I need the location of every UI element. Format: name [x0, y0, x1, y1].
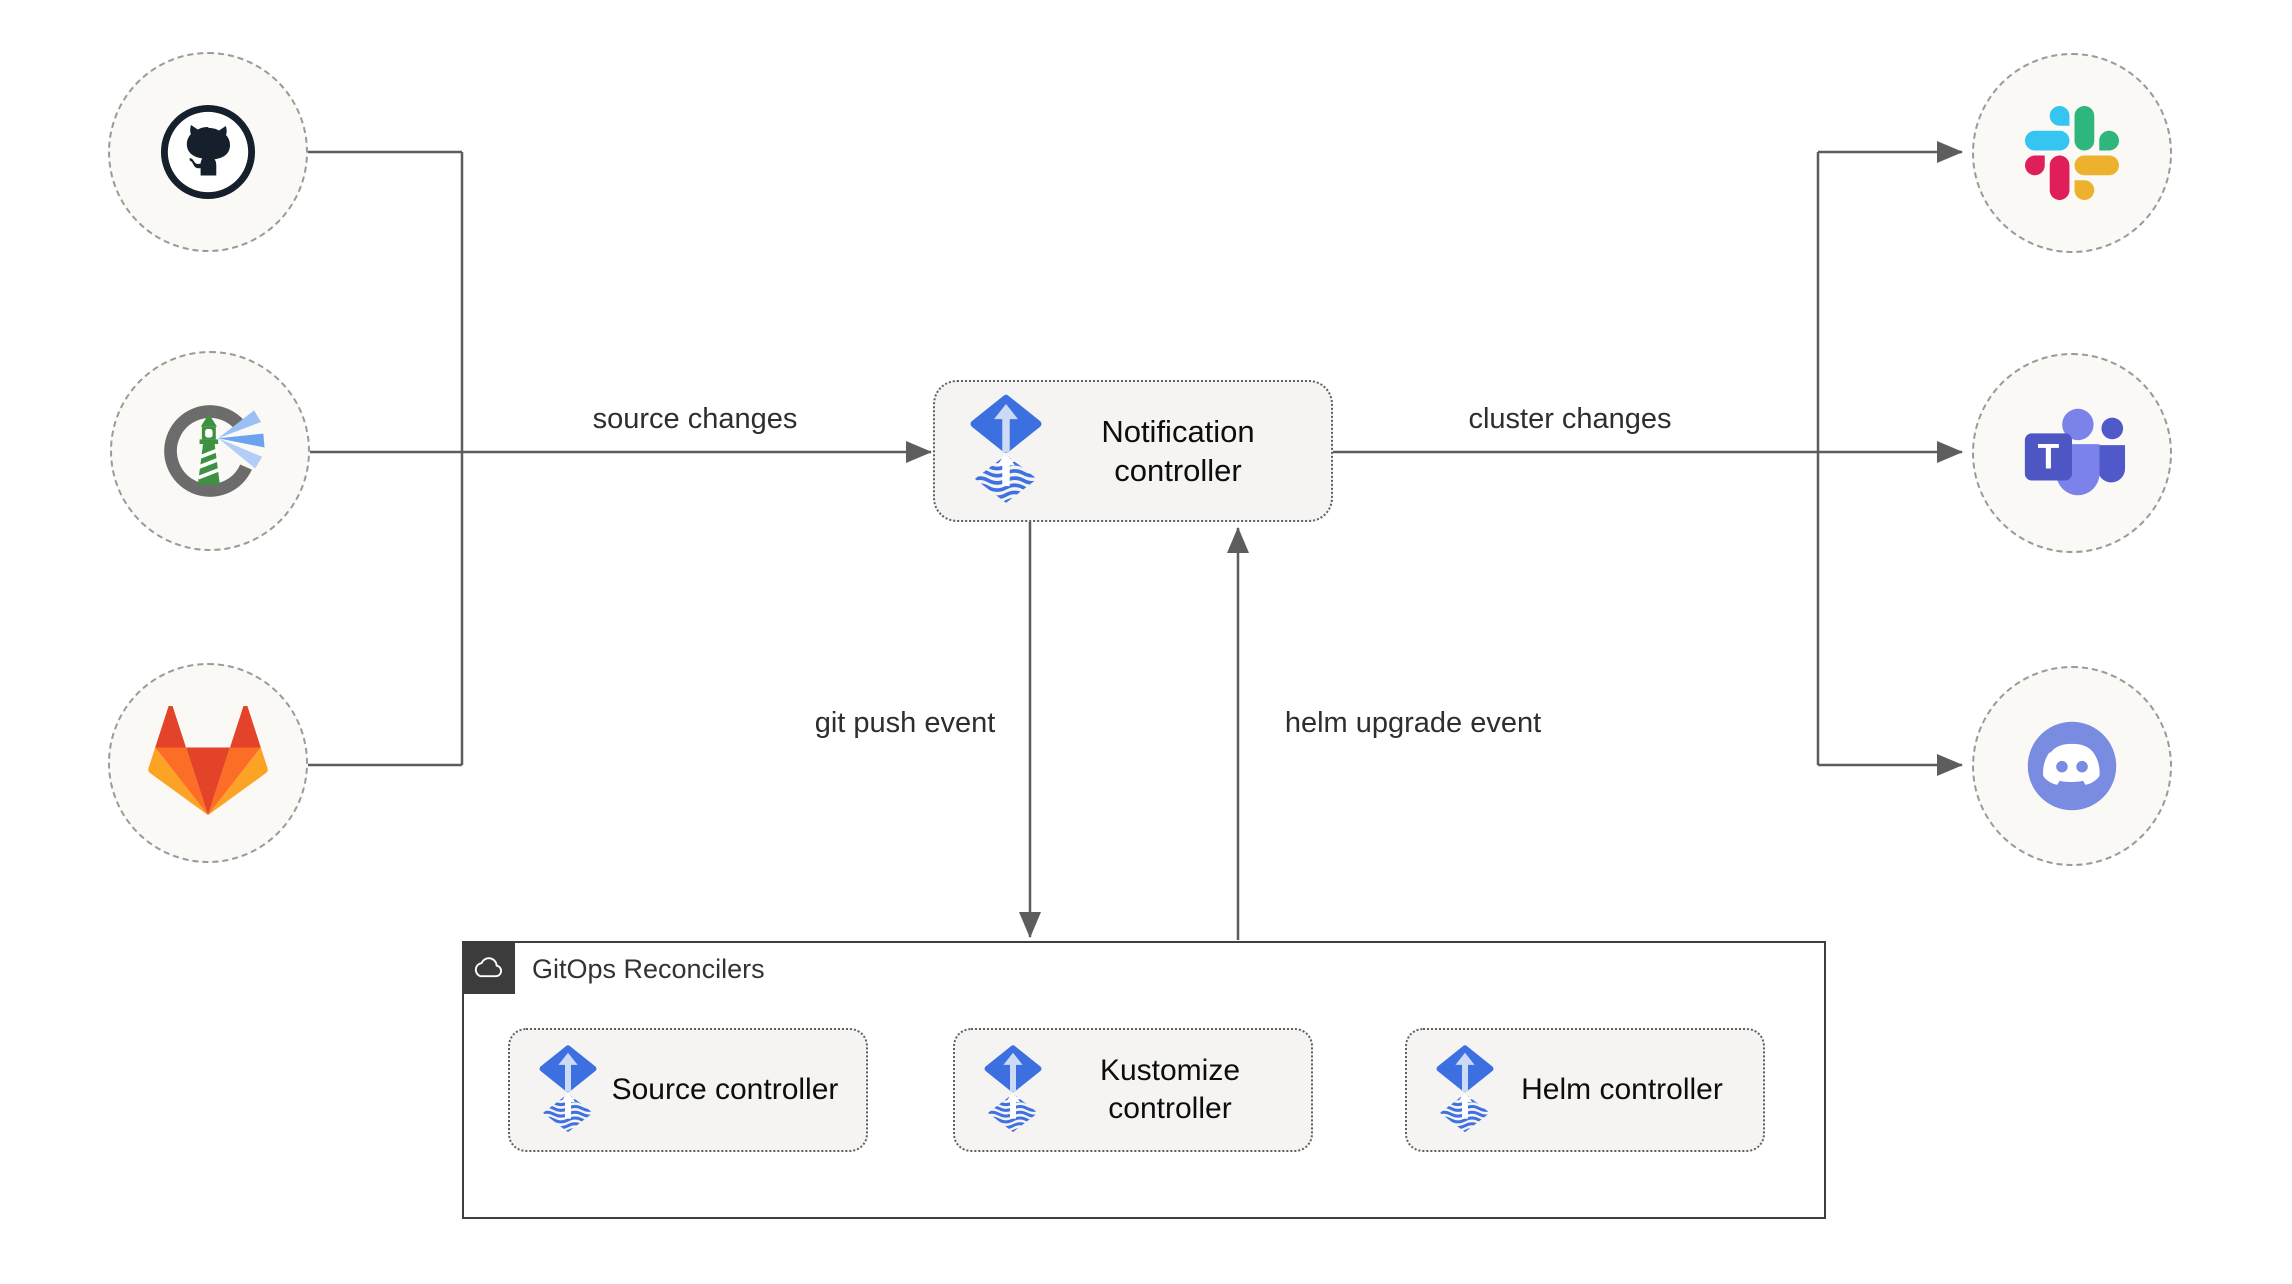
gitlab-icon [148, 706, 268, 816]
group-badge [461, 940, 515, 994]
svg-text:T: T [2038, 438, 2060, 477]
notification-controller-label: Notification controller [1101, 414, 1255, 488]
harbor-node[interactable] [110, 351, 310, 551]
teams-node[interactable]: T [1972, 353, 2172, 553]
notification-controller-node[interactable]: Notification controller [933, 380, 1333, 522]
cluster-changes-label: cluster changes [1468, 403, 1672, 435]
harbor-icon [164, 405, 265, 497]
helm-upgrade-event-label: helm upgrade event [1284, 707, 1542, 739]
git-push-event-label: git push event [814, 707, 996, 739]
slack-icon [2025, 106, 2119, 200]
gitlab-node[interactable] [108, 663, 308, 863]
source-controller-node[interactable]: Source controller [508, 1028, 868, 1152]
flux-icon [970, 394, 1042, 503]
helm-controller-node[interactable]: Helm controller [1405, 1028, 1765, 1152]
slack-node[interactable] [1972, 53, 2172, 253]
flux-icon [984, 1044, 1042, 1132]
flux-icon [539, 1044, 597, 1132]
helm-controller-label: Helm controller [1521, 1073, 1723, 1106]
cloud-icon [474, 957, 502, 978]
kustomize-controller-label: Kustomize controller [1099, 1054, 1241, 1125]
source-controller-label: Source controller [611, 1073, 839, 1106]
kustomize-controller-node[interactable]: Kustomize controller [953, 1028, 1313, 1152]
source-changes-label: source changes [592, 403, 798, 435]
discord-icon [2027, 721, 2117, 811]
github-node[interactable] [108, 52, 308, 252]
discord-node[interactable] [1972, 666, 2172, 866]
group-title: GitOps Reconcilers [532, 954, 765, 984]
flux-icon [1436, 1044, 1494, 1132]
github-icon [160, 104, 256, 200]
teams-icon: T [2024, 408, 2126, 496]
